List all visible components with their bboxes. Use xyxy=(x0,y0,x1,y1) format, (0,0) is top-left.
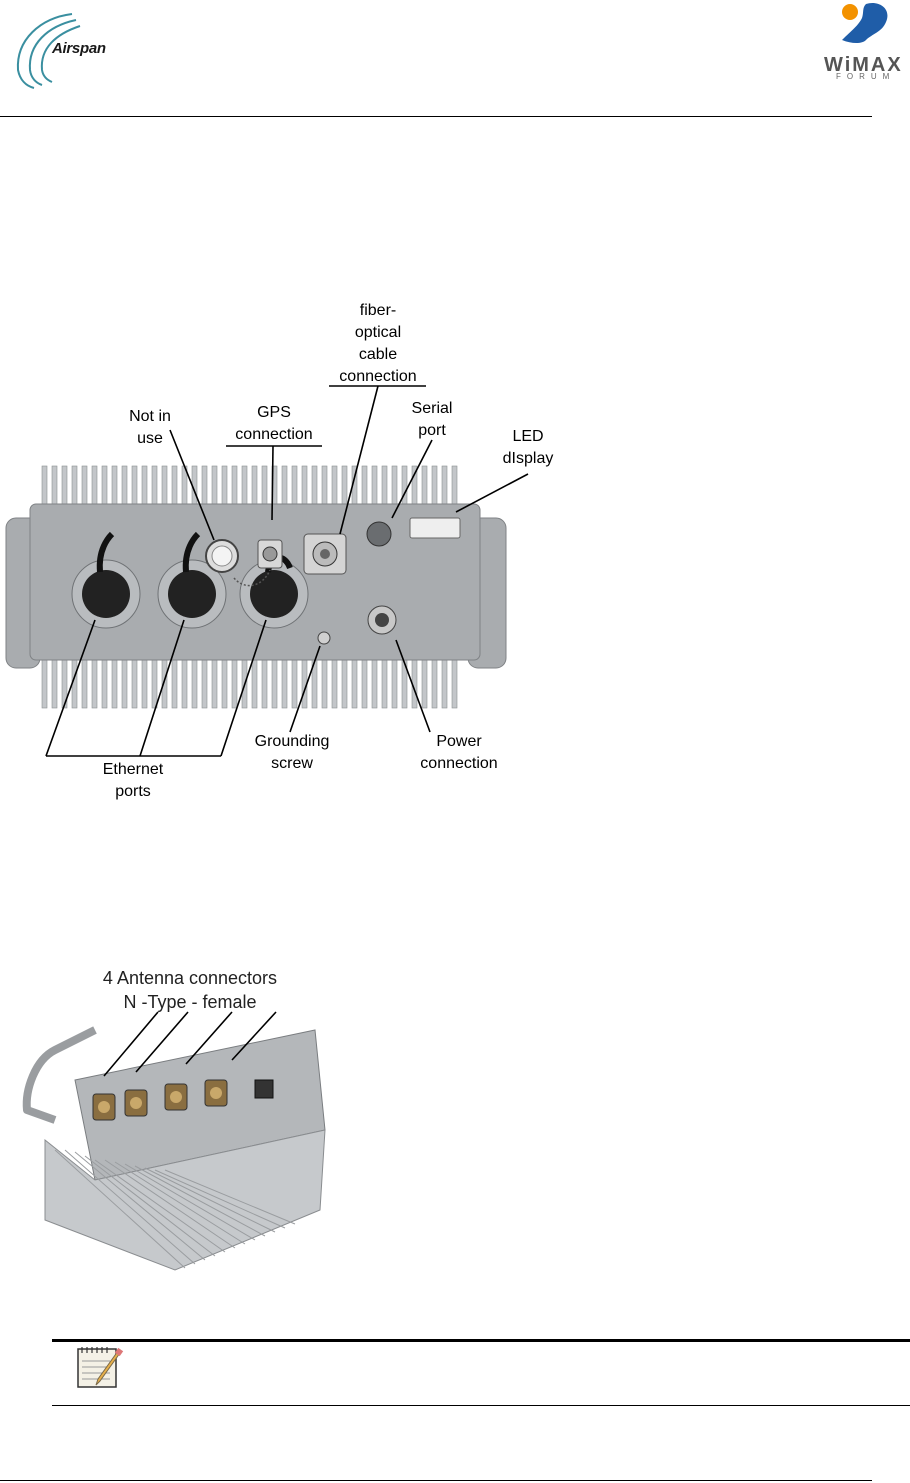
label-serial-port: Serial port xyxy=(396,398,468,442)
label-notinuse-line1: Not in xyxy=(110,406,190,428)
label-grounding-line2: screw xyxy=(244,753,340,775)
footer-rule xyxy=(0,1480,872,1481)
label-led-line1: LED xyxy=(494,426,562,448)
notepad-icon xyxy=(76,1345,124,1391)
note-top-rule xyxy=(52,1339,910,1342)
figure2-leader-lines xyxy=(0,980,320,1090)
label-fiber-line3: cable xyxy=(330,344,426,366)
label-power-line2: connection xyxy=(410,753,508,775)
antenna-connector-1 xyxy=(93,1094,115,1120)
label-power-connection: Power connection xyxy=(410,731,508,775)
label-ethernet-line2: ports xyxy=(88,781,178,803)
label-led-line2: dIsplay xyxy=(494,448,562,470)
label-fiber-line1: fiber- xyxy=(330,300,426,322)
note-bottom-rule xyxy=(52,1405,910,1406)
label-gps-connection: GPS connection xyxy=(226,402,322,446)
label-fiber-optical: fiber- optical cable connection xyxy=(330,300,426,388)
label-ethernet-line1: Ethernet xyxy=(88,759,178,781)
label-notinuse-line2: use xyxy=(110,428,190,450)
label-not-in-use: Not in use xyxy=(110,406,190,450)
label-gps-line2: connection xyxy=(226,424,322,446)
label-fiber-line4: connection xyxy=(330,366,426,388)
label-grounding-line1: Grounding xyxy=(244,731,340,753)
label-serial-line2: port xyxy=(396,420,468,442)
label-led-display: LED dIsplay xyxy=(494,426,562,470)
label-gps-line1: GPS xyxy=(226,402,322,424)
label-ethernet-ports: Ethernet ports xyxy=(88,759,178,803)
label-serial-line1: Serial xyxy=(396,398,468,420)
label-power-line1: Power xyxy=(410,731,508,753)
label-grounding-screw: Grounding screw xyxy=(244,731,340,775)
antenna-connector-2 xyxy=(125,1090,147,1116)
label-fiber-line2: optical xyxy=(330,322,426,344)
